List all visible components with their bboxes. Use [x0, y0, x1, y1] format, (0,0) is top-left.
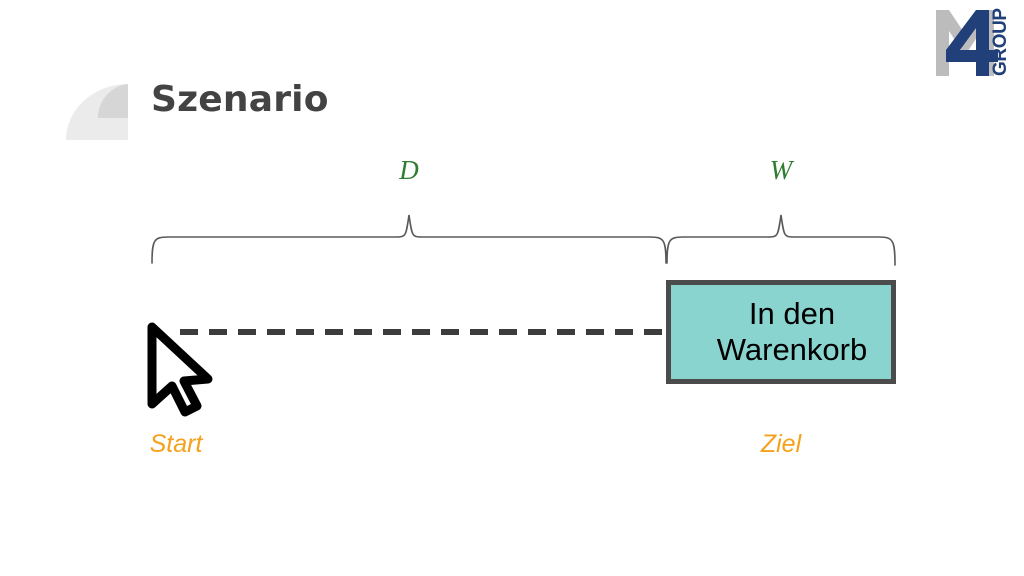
logo-digit-4	[946, 10, 998, 76]
brace-label-w: W	[769, 155, 793, 185]
ziel-label: Ziel	[760, 430, 802, 458]
m4-group-logo: GROUP	[932, 6, 1020, 80]
start-label: Start	[149, 430, 203, 458]
decorative-arc-icon	[66, 84, 128, 140]
m4-group-logo-icon: GROUP	[936, 8, 1011, 76]
page-title: Szenario	[151, 79, 329, 120]
decorative-arc	[66, 84, 128, 140]
brace-d	[151, 214, 667, 264]
mouse-pointer-icon	[147, 322, 213, 417]
brace-w	[666, 214, 896, 266]
brace-label-d: D	[399, 155, 419, 185]
in-den-warenkorb-button-label: In den Warenkorb	[716, 296, 868, 367]
logo-wordmark: GROUP	[990, 8, 1011, 76]
in-den-warenkorb-button[interactable]: In den Warenkorb	[666, 280, 896, 384]
